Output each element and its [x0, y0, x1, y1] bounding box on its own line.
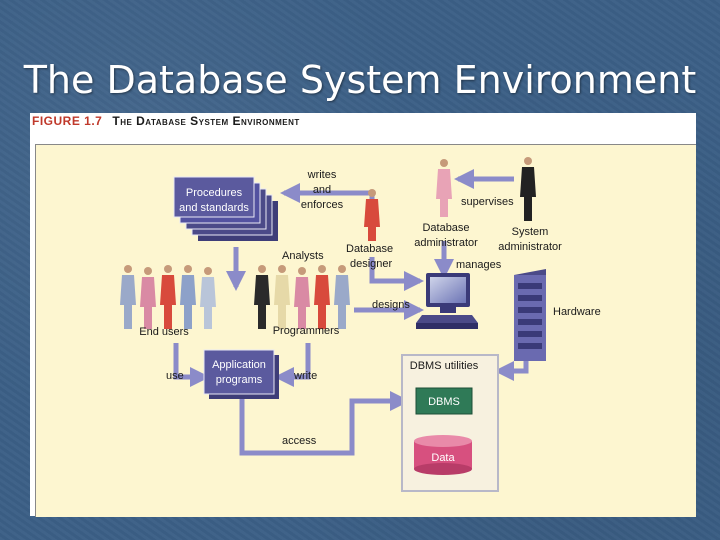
- flow-arrows: [173, 169, 529, 456]
- procedures-box: Procedures and standards: [173, 176, 278, 241]
- diagram-panel: Procedures and standards Application pro…: [35, 144, 696, 517]
- database-designer-figure: [364, 189, 380, 241]
- db-designer-label-2: designer: [350, 258, 393, 270]
- programmers-label: Programmers: [273, 325, 340, 337]
- programmers-figures: [254, 265, 350, 329]
- and-label: and: [313, 184, 331, 196]
- access-label: access: [282, 435, 317, 447]
- application-line-2: programs: [216, 374, 263, 386]
- arrow-hardware: [494, 361, 529, 381]
- figure-title: The Database System Environment: [112, 114, 300, 128]
- procedures-line-2: and standards: [179, 202, 249, 214]
- writes-label: writes: [307, 169, 337, 181]
- end-users-figures: [120, 265, 216, 329]
- data-cylinder: Data: [414, 435, 472, 475]
- database-administrator-figure: [436, 159, 452, 217]
- application-box: Application programs: [203, 349, 279, 399]
- analysts-label: Analysts: [282, 250, 324, 262]
- db-designer-label-1: Database: [346, 243, 393, 255]
- sys-admin-label-1: System: [512, 226, 549, 238]
- system-administrator-figure: [520, 157, 536, 221]
- arrow-designs-top: [369, 257, 424, 291]
- db-admin-label-1: Database: [422, 222, 469, 234]
- sys-admin-label-2: administrator: [498, 241, 562, 253]
- enforces-label: enforces: [301, 199, 344, 211]
- application-line-1: Application: [212, 359, 266, 371]
- arrow-write: [274, 343, 311, 387]
- slide-title: The Database System Environment: [23, 58, 697, 102]
- computer: [416, 273, 478, 329]
- hardware-server: [514, 269, 546, 361]
- figure: FIGURE 1.7 The Database System Environmen…: [30, 113, 696, 517]
- data-label: Data: [431, 452, 455, 464]
- procedures-line-1: Procedures: [186, 187, 243, 199]
- diagram-svg: Procedures and standards Application pro…: [120, 157, 601, 492]
- figure-caption: FIGURE 1.7 The Database System Environmen…: [32, 114, 300, 128]
- arrow-use: [173, 343, 210, 387]
- dbms-utilities-label: DBMS utilities: [410, 360, 479, 372]
- arrow-access: [239, 391, 410, 456]
- write-label: write: [293, 370, 317, 382]
- designs-label: designs: [372, 299, 410, 311]
- supervises-label: supervises: [461, 196, 514, 208]
- hardware-label: Hardware: [553, 306, 601, 318]
- end-users-label: End users: [139, 326, 189, 338]
- figure-number: FIGURE 1.7: [32, 114, 103, 128]
- db-admin-label-2: administrator: [414, 237, 478, 249]
- dbms-label: DBMS: [428, 396, 460, 408]
- dbms-box: [415, 387, 473, 415]
- manages-label: manages: [456, 259, 502, 271]
- use-label: use: [166, 370, 184, 382]
- dbms-utilities-box: DBMS utilities DBMS Data: [401, 354, 499, 492]
